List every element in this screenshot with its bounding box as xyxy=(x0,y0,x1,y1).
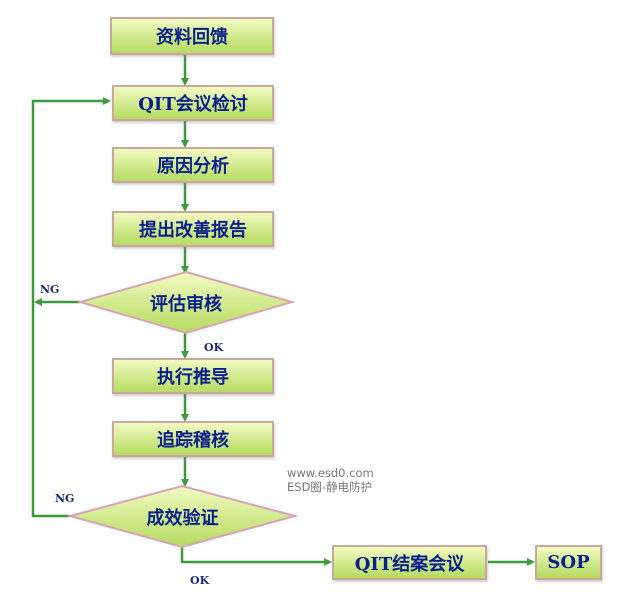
step-qit-closing: QIT结案会议 xyxy=(332,545,487,580)
step-improvement-report: 提出改善报告 xyxy=(112,211,274,247)
decision-evaluation: 评估审核 xyxy=(150,293,222,315)
step-qit-meeting: QIT会议检讨 xyxy=(112,85,274,121)
step-track-audit: 追踪稽核 xyxy=(112,421,274,457)
step-execute: 执行推导 xyxy=(112,358,274,394)
step-feedback: 资料回馈 xyxy=(110,17,274,55)
watermark: www.esd0.com ESD圈-静电防护 xyxy=(287,466,374,494)
ok-label-2: OK xyxy=(190,574,210,587)
ng-label-2: NG xyxy=(55,492,75,505)
decision-evaluation-shape xyxy=(76,270,296,335)
ng2-loop xyxy=(31,97,111,518)
ng-label-1: NG xyxy=(40,283,60,296)
step-sop: SOP xyxy=(535,545,602,580)
watermark-site: ESD圈-静电防护 xyxy=(287,480,373,494)
decision-verify: 成效验证 xyxy=(146,507,219,529)
ok-label-1: OK xyxy=(204,341,224,354)
ok2-line xyxy=(180,547,332,566)
step-cause-analysis: 原因分析 xyxy=(112,147,274,183)
decision-verify-shape xyxy=(66,484,299,549)
watermark-url: www.esd0.com xyxy=(287,466,374,480)
